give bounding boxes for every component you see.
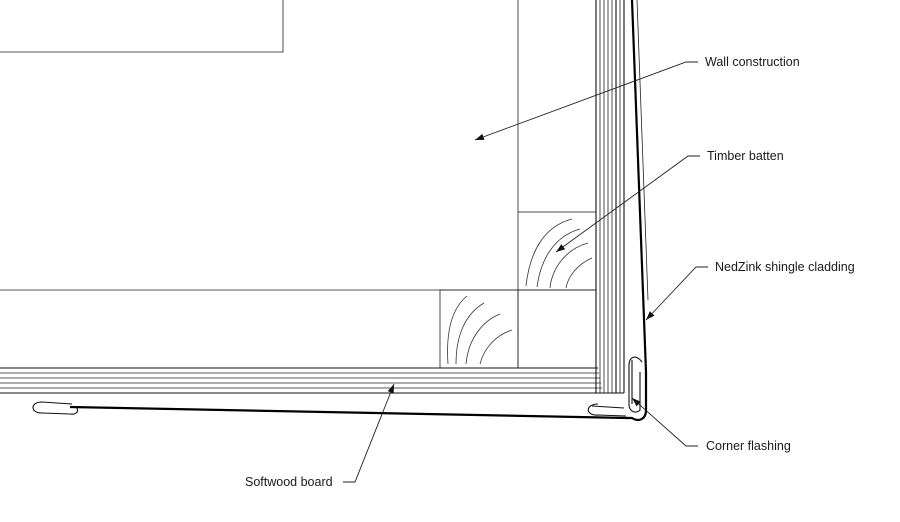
wall-construction-outline (0, 0, 596, 291)
label-corner-flashing: Corner flashing (631, 397, 791, 453)
wall-construction-label: Wall construction (705, 55, 800, 69)
softwood-board-vertical (595, 0, 625, 394)
shingle-cladding-label: NedZink shingle cladding (715, 260, 855, 274)
timber-batten-lower (439, 289, 597, 369)
interior-opening-outline (0, 0, 284, 53)
label-shingle-cladding: NedZink shingle cladding (645, 260, 855, 321)
corner-flashing-label: Corner flashing (706, 439, 791, 453)
label-wall-construction: Wall construction (474, 55, 800, 141)
shingle-cladding-bottom (32, 401, 629, 420)
timber-batten-label: Timber batten (707, 149, 784, 163)
softwood-board-horizontal (0, 367, 603, 394)
corner-flashing-detail (626, 356, 648, 421)
softwood-board-label: Softwood board (245, 475, 333, 489)
label-softwood-board: Softwood board (245, 383, 395, 489)
label-timber-batten: Timber batten (555, 149, 784, 253)
shingle-cladding-vertical (630, 0, 649, 373)
